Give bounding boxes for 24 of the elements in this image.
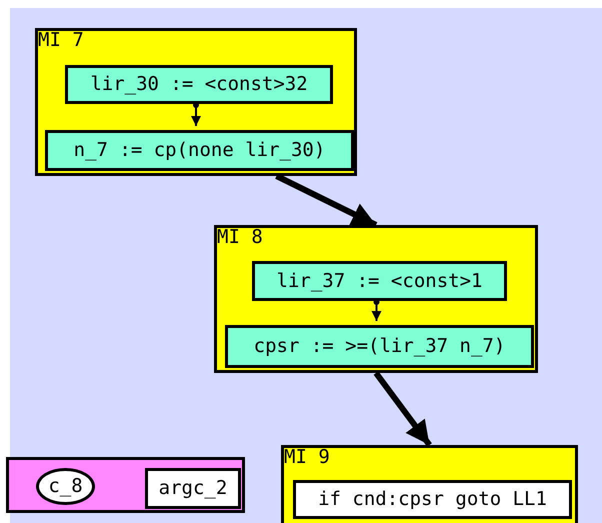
operation-box xyxy=(252,261,507,301)
arrow xyxy=(372,299,382,321)
instruction-group xyxy=(35,28,357,176)
node-label: lir_37 := <const>1 xyxy=(276,272,482,290)
node-label: c_8 xyxy=(48,477,83,496)
node-label: argc_2 xyxy=(158,479,228,498)
group-label: MI 8 xyxy=(217,228,263,247)
node-label: lir_30 := <const>32 xyxy=(90,75,308,94)
group-label: MI 9 xyxy=(284,448,330,467)
operand-box xyxy=(293,480,572,519)
operation-box xyxy=(225,325,534,368)
node-label: n_7 := cp(none lir_30) xyxy=(74,141,326,160)
arrow xyxy=(191,102,201,126)
node-label: cpsr := >=(lir_37 n_7) xyxy=(254,337,506,356)
bar-shape xyxy=(6,457,245,513)
arrow xyxy=(275,173,378,228)
instruction-group xyxy=(214,225,538,373)
operand-box xyxy=(145,468,241,509)
instruction-group xyxy=(281,445,578,523)
arrow xyxy=(374,371,432,447)
operation-box xyxy=(45,130,354,171)
node-label: if cnd:cpsr goto LL1 xyxy=(318,490,547,509)
operation-box xyxy=(65,65,333,104)
group-label: MI 7 xyxy=(38,31,84,50)
